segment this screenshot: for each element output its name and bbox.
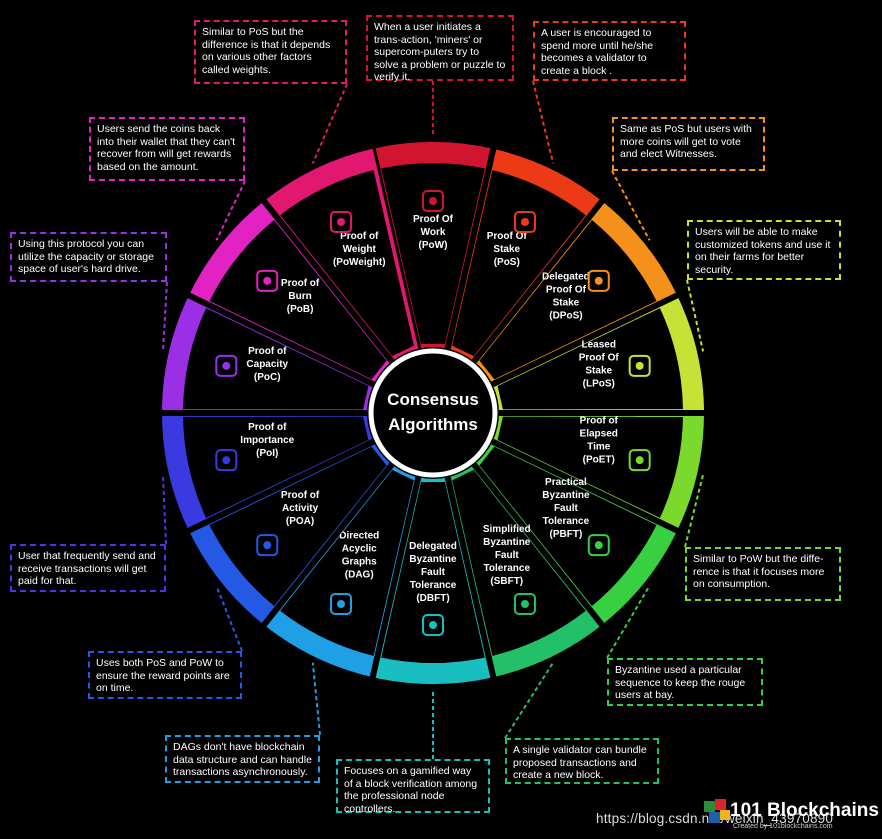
leader-line xyxy=(215,585,243,652)
minecart-worker-icon xyxy=(513,210,536,233)
brand-name: 101 Blockchains xyxy=(730,800,879,821)
leader-line xyxy=(684,474,705,548)
callout-pbft: Byzantine used a particular sequence to … xyxy=(607,658,763,706)
segment-separator xyxy=(186,438,375,534)
callout-pos: A user is encouraged to spend more until… xyxy=(533,21,686,81)
leader-line xyxy=(504,662,555,739)
money-hand-icon xyxy=(628,354,651,377)
leader-line xyxy=(161,474,167,545)
segment-inner xyxy=(497,308,683,410)
segment-separator xyxy=(369,476,422,679)
callout-dpos: Same as PoS but users with more coins wi… xyxy=(612,117,765,171)
segment-separator xyxy=(471,462,605,628)
center-title-line2: Algorithms xyxy=(388,415,478,434)
callout-leader-lines xyxy=(161,80,705,759)
fire-icon xyxy=(256,269,279,292)
segment-inner xyxy=(479,446,657,606)
callout-sbft: A single validator can bundle proposed t… xyxy=(505,738,659,784)
leader-line xyxy=(532,80,555,164)
callout-poc: Using this protocol you can utilize the … xyxy=(10,232,167,282)
voting-box-icon xyxy=(587,269,610,292)
leader-line xyxy=(686,279,705,352)
segment-inner xyxy=(497,416,683,518)
shield-hands-icon xyxy=(587,534,610,557)
center-title-line1: Consensus xyxy=(387,390,479,409)
gear-head-icon xyxy=(256,534,279,557)
wheel-center: Consensus Algorithms xyxy=(368,348,498,478)
segment-separator xyxy=(261,198,395,364)
segment-separator xyxy=(491,438,680,534)
callout-pob: Users send the coins back into their wal… xyxy=(89,117,245,181)
segment-separator xyxy=(444,476,497,679)
node-hand-icon xyxy=(422,614,444,636)
server-clock-icon xyxy=(628,449,651,472)
callout-poweight: Similar to PoS but the difference is tha… xyxy=(194,20,347,84)
hand-safe-icon xyxy=(215,354,238,377)
segment-inner xyxy=(183,308,369,410)
leader-line xyxy=(161,281,168,352)
leader-line xyxy=(611,170,651,241)
segment-separator xyxy=(186,292,375,388)
leader-line xyxy=(311,662,321,736)
network-gear-icon xyxy=(513,593,536,616)
segment-separator xyxy=(444,147,497,350)
cycle-document-icon xyxy=(215,449,238,472)
graph-network-icon xyxy=(330,593,353,616)
segment-inner xyxy=(479,220,657,380)
segment-inner xyxy=(381,481,485,663)
segment-inner xyxy=(280,170,414,357)
segment-inner xyxy=(452,170,586,357)
brand-logo-icon xyxy=(704,799,730,823)
segment-separator xyxy=(471,198,605,364)
center-circle xyxy=(368,348,498,478)
callout-pow: When a user initiates a trans-action, 'm… xyxy=(366,15,514,83)
segment-separator xyxy=(261,462,395,628)
miner-icon xyxy=(422,190,444,212)
segment-inner xyxy=(381,163,485,345)
segment-inner xyxy=(209,220,387,380)
callout-poet: Similar to PoW but the diffe-rence is th… xyxy=(685,547,841,601)
weights-icon xyxy=(330,210,353,233)
segment-separator xyxy=(491,292,680,388)
segment-inner xyxy=(209,446,387,606)
segment-inner xyxy=(280,469,414,656)
callout-poa: Uses both PoS and PoW to ensure the rewa… xyxy=(88,651,242,699)
callout-dbft: Focuses on a gamified way of a block ver… xyxy=(336,759,490,815)
segment-inner xyxy=(183,416,369,518)
leader-line xyxy=(215,180,246,241)
brand-subtitle: Created by 101blockchains.com xyxy=(733,823,833,830)
callout-lpos: Users will be able to make customized to… xyxy=(687,220,841,280)
callout-dag: DAGs don't have blockchain data structur… xyxy=(165,735,320,783)
segment-inner xyxy=(452,469,586,656)
callout-poi: User that frequently send and receive tr… xyxy=(10,544,166,592)
leader-line xyxy=(311,83,348,164)
